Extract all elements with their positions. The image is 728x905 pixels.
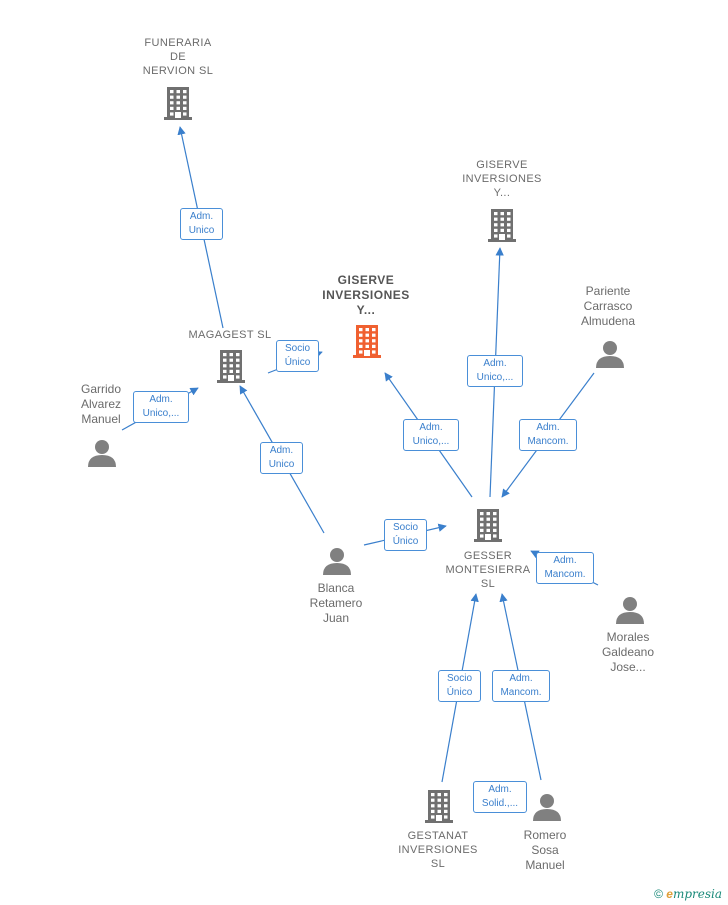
building-icon-funeraria[interactable] xyxy=(164,87,192,120)
node-label-romero[interactable]: Romero Sosa Manuel xyxy=(523,828,567,872)
edge-label-e8[interactable]: Adm. Mancom. xyxy=(519,419,577,451)
node-label-magagest[interactable]: MAGAGEST SL xyxy=(188,329,272,341)
brand-logo: © empresia xyxy=(654,887,722,901)
edge-label-e5[interactable]: Socio Único xyxy=(384,519,427,551)
person-icon-morales[interactable] xyxy=(616,597,644,624)
edge-label-e4[interactable]: Adm. Unico xyxy=(260,442,303,474)
edge-label-e7[interactable]: Adm. Unico,... xyxy=(467,355,523,387)
edge-label-e12[interactable]: Adm. Solid.,... xyxy=(473,781,527,813)
building-icon-magagest[interactable] xyxy=(217,350,245,383)
node-label-funeraria[interactable]: FUNERARIA DE NERVION SL xyxy=(142,37,214,77)
node-label-gesser[interactable]: GESSER MONTESIERRA SL xyxy=(445,550,531,590)
building-icon-giserve_top[interactable] xyxy=(488,209,516,242)
copyright-symbol: © xyxy=(654,887,663,901)
edge-label-e1[interactable]: Adm. Unico xyxy=(180,208,223,240)
node-label-morales[interactable]: Morales Galdeano Jose... xyxy=(601,630,655,674)
person-icon-pariente[interactable] xyxy=(596,341,624,368)
node-label-pariente[interactable]: Pariente Carrasco Almudena xyxy=(580,284,636,328)
node-label-giserve_focus[interactable]: GISERVE INVERSIONES Y... xyxy=(322,273,410,317)
node-label-garrido[interactable]: Garrido Alvarez Manuel xyxy=(80,382,122,426)
node-label-giserve_top[interactable]: GISERVE INVERSIONES Y... xyxy=(462,159,542,199)
edge-label-e3[interactable]: Adm. Unico,... xyxy=(133,391,189,423)
brand-e: e xyxy=(666,887,673,901)
node-icons xyxy=(88,87,644,823)
node-label-gestanat[interactable]: GESTANAT INVERSIONES SL xyxy=(398,830,478,870)
node-label-blanca[interactable]: Blanca Retamero Juan xyxy=(309,581,363,625)
edge-label-e6[interactable]: Adm. Unico,... xyxy=(403,419,459,451)
edge-label-e10[interactable]: Socio Único xyxy=(438,670,481,702)
edge-label-e2[interactable]: Socio Único xyxy=(276,340,319,372)
brand-name: mpresia xyxy=(672,887,722,901)
building-icon-gesser[interactable] xyxy=(474,509,502,542)
person-icon-garrido[interactable] xyxy=(88,440,116,467)
edge-label-e11[interactable]: Adm. Mancom. xyxy=(492,670,550,702)
building-icon-giserve_focus[interactable] xyxy=(353,325,381,358)
edge-label-e9[interactable]: Adm. Mancom. xyxy=(536,552,594,584)
building-icon-gestanat[interactable] xyxy=(425,790,453,823)
person-icon-romero[interactable] xyxy=(533,794,561,821)
person-icon-blanca[interactable] xyxy=(323,548,351,575)
